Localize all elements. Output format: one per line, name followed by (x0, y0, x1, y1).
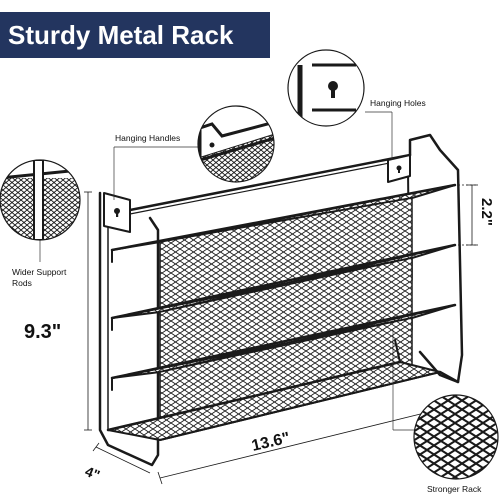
right-frame (408, 133, 464, 384)
banner-title: Sturdy Metal Rack (8, 20, 234, 50)
dimension-shelf-gap: 2.2" (478, 198, 495, 226)
title-banner: Sturdy Metal Rack (0, 12, 270, 58)
callout-leaders (39, 111, 416, 431)
dimension-depth: 4" (83, 463, 102, 483)
detail-circle-hanging-holes (287, 49, 365, 127)
dimension-height: 9.3" (24, 321, 61, 343)
top-support-rod (128, 153, 412, 212)
detail-circle-support-rods (0, 159, 81, 241)
callout-hanging-handles: Hanging Handles (115, 133, 180, 143)
callout-wider-support-line1: Wider Support (12, 267, 67, 277)
detail-circle-hanging-handles (197, 105, 275, 183)
detail-circle-stronger-rack (413, 394, 499, 480)
callout-stronger-rack: Stronger Rack (427, 484, 482, 494)
callout-hanging-holes: Hanging Holes (370, 98, 426, 108)
callout-wider-support-line2: Rods (12, 278, 32, 288)
metal-rack (98, 133, 464, 467)
left-frame (98, 191, 160, 467)
dimension-lines (84, 184, 478, 485)
